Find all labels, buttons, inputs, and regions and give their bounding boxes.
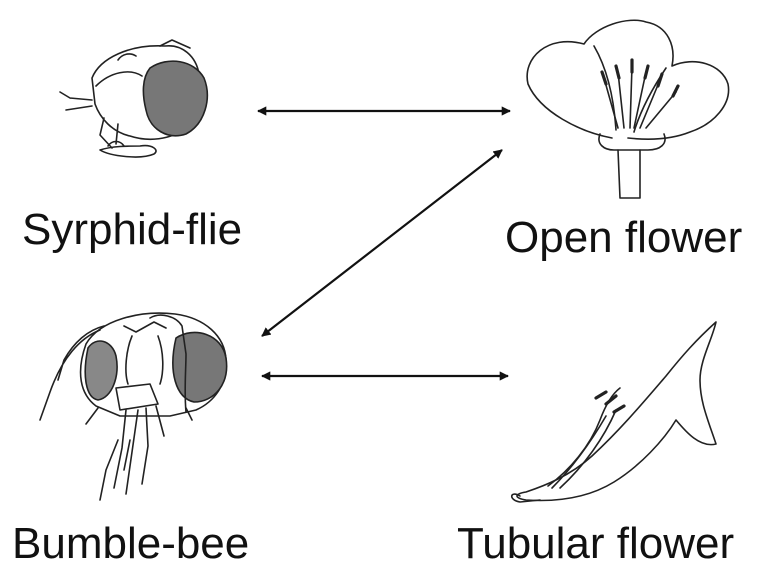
tubular-flower-illustration bbox=[512, 322, 716, 502]
bumble-bee-illustration bbox=[40, 313, 227, 500]
syrphid-compound-eye bbox=[143, 61, 207, 136]
bumble-bee-left-eye bbox=[85, 341, 117, 400]
syrphid-fly-label: Syrphid-flie bbox=[22, 208, 242, 252]
open-flower-label: Open flower bbox=[505, 216, 742, 260]
link-bumblebee-open bbox=[262, 150, 502, 336]
syrphid-fly-illustration bbox=[60, 40, 207, 157]
tubular-flower-label: Tubular flower bbox=[457, 522, 734, 566]
bumble-bee-label: Bumble-bee bbox=[12, 522, 249, 566]
open-flower-illustration bbox=[527, 20, 728, 198]
